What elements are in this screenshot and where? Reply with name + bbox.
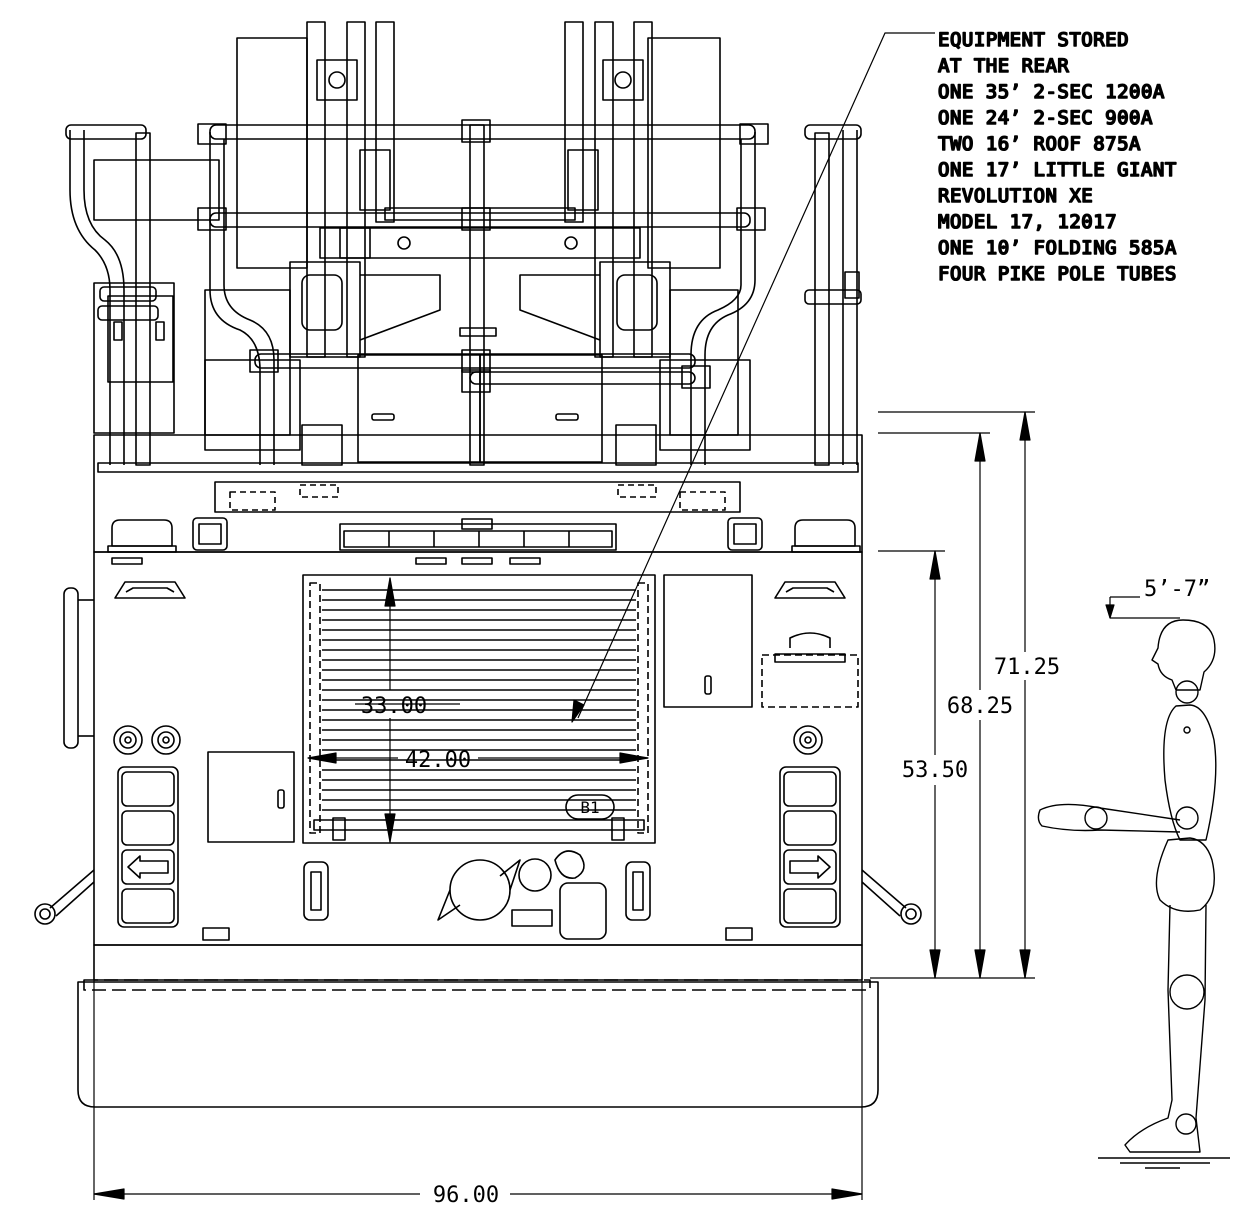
note-line: MODEL 17, 12017 [938, 211, 1117, 233]
door-width-label: 42.00 [405, 748, 471, 773]
note-line: ONE 10’ FOLDING 585A [938, 237, 1177, 259]
door-slats [322, 589, 636, 811]
compartment-tag: B1 [565, 794, 615, 820]
height-71-label: 71.25 [994, 655, 1060, 680]
equipment-note: EQUIPMENT STORED AT THE REAR ONE 35’ 2-S… [937, 28, 1177, 286]
note-line: ONE 17’ LITTLE GIANT [938, 159, 1177, 181]
dimension-lines [93, 32, 1180, 1200]
note-line: REVOLUTION XE [938, 185, 1093, 207]
note-line: ONE 35’ 2-SEC 1200A [938, 81, 1165, 103]
note-line: ONE 24’ 2-SEC 900A [938, 107, 1153, 129]
overall-width-label: 96.00 [433, 1183, 499, 1208]
note-line: EQUIPMENT STORED [938, 29, 1129, 51]
roof-deck [93, 434, 863, 553]
person-height-label: 5’-7” [1144, 577, 1210, 602]
height-68-label: 68.25 [947, 694, 1013, 719]
door-height-label: 33.00 [361, 694, 427, 719]
note-line: TWO 16’ ROOF 875A [938, 133, 1141, 155]
ladder-rack-structure [93, 21, 751, 466]
note-line: AT THE REAR [938, 55, 1069, 77]
note-line: FOUR PIKE POLE TUBES [938, 263, 1177, 285]
human-scale-figure [1037, 619, 1230, 1169]
hand-rails [65, 119, 862, 466]
roll-up-door [302, 574, 656, 844]
height-53-label: 53.50 [902, 758, 968, 783]
rear-body [34, 551, 922, 981]
rear-bumper [77, 979, 879, 1108]
compartment-tag-label: B1 [580, 798, 599, 817]
